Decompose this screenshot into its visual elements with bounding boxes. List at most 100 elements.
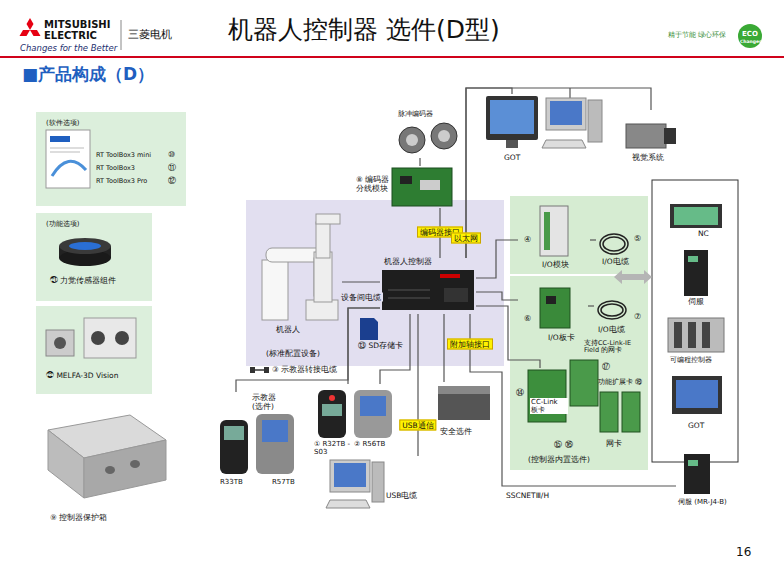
text-label: ⑩ xyxy=(168,150,175,159)
caption-text: ① R32TB -S03 xyxy=(314,440,354,456)
pulse-encoders-part xyxy=(406,134,418,146)
brand-logo-part xyxy=(30,30,41,36)
caption-text: ② R56TB xyxy=(354,440,385,448)
node-box: 功能扩展卡 ⑱网卡 xyxy=(594,376,648,450)
vision-camera-3d-part xyxy=(54,337,66,349)
teach-pendants-part xyxy=(262,420,288,442)
encoder-board-part xyxy=(400,176,412,184)
network-cards-part xyxy=(600,392,618,432)
pulse-encoders xyxy=(399,123,457,153)
caption-text: USB电缆 xyxy=(386,492,417,501)
external-devices-part xyxy=(676,380,718,408)
vision-camera-part xyxy=(664,128,676,144)
pc-top xyxy=(542,88,602,148)
external-devices-part xyxy=(670,204,722,228)
option-panels-part xyxy=(36,213,152,301)
protection-box-part xyxy=(48,430,84,498)
caption-text: ⑬ SD存储卡 xyxy=(358,342,403,351)
connector-line xyxy=(476,240,518,278)
caption-text: 示教器 (选件) xyxy=(252,394,286,411)
caption-text: CC-Link 板卡 xyxy=(530,398,568,414)
node-box: 伺服 (MR-J4-B) xyxy=(676,452,736,518)
connector-line xyxy=(470,314,676,486)
teach-pendants-part xyxy=(354,390,392,438)
node-box: 伺服 xyxy=(676,248,716,310)
usb-pc-part xyxy=(334,463,366,487)
vision-camera-3d-part xyxy=(46,330,74,356)
brand-logo-part xyxy=(20,30,31,36)
pulse-encoders-part xyxy=(438,130,450,142)
io-board xyxy=(540,288,570,328)
text-label: ECO xyxy=(742,30,758,38)
protection-box-part xyxy=(130,460,140,468)
connector-line xyxy=(466,88,651,258)
external-devices-part xyxy=(672,376,722,414)
option-panels-part xyxy=(36,306,152,394)
external-devices-frame-part xyxy=(652,180,738,462)
external-devices-frame xyxy=(614,180,738,462)
caption-text: ⑤ xyxy=(634,234,641,243)
text-label: 精于节能 绿心环保 xyxy=(668,31,726,39)
teach-pendants-part xyxy=(329,395,335,401)
node-box: GOT xyxy=(666,372,728,434)
controller-unit-part xyxy=(440,274,460,278)
io-module xyxy=(540,206,568,256)
caption-text: (软件选项) xyxy=(46,119,79,127)
caption-text: 视觉系统 xyxy=(632,154,664,163)
node-box: ⑧ 编码器 分线模块 xyxy=(356,166,454,208)
protection-box-part xyxy=(105,466,115,474)
software-box-part xyxy=(46,130,90,188)
adapter-cable-part xyxy=(255,369,264,371)
controller-unit xyxy=(382,270,474,310)
node-box: 机器人 xyxy=(256,212,342,342)
node-box: 支持CC-Link-IE Field 的网卡⑰ xyxy=(568,340,647,412)
edge-label: USB通信 xyxy=(399,420,436,431)
caption-text: GOT xyxy=(688,422,704,431)
adapter-cable-part xyxy=(250,367,255,373)
brand-logo-part xyxy=(27,18,34,30)
pc-top-part xyxy=(588,100,602,142)
brand-logo-part xyxy=(121,20,122,50)
teach-pendants-part xyxy=(256,414,294,474)
adapter-cable-part xyxy=(264,367,269,373)
caption-text: R33TB xyxy=(220,478,243,486)
caption-text: ⑭ xyxy=(516,388,524,397)
vision-camera xyxy=(626,124,676,148)
usb-pc xyxy=(326,460,384,508)
connector-line xyxy=(417,314,418,456)
robots-part xyxy=(306,300,338,320)
got-monitor-top-part xyxy=(506,140,518,148)
encoder-board-part xyxy=(392,168,452,206)
node-box: ㉒ MELFA-3D Vision xyxy=(36,306,152,394)
protection-box xyxy=(48,415,166,498)
caption-text: ⑰ xyxy=(602,362,610,371)
network-cards-part xyxy=(570,360,598,406)
option-panels xyxy=(36,112,186,394)
node-box: 可编程控制器 xyxy=(664,316,730,368)
node-box: ① R32TB -S03 xyxy=(312,384,355,457)
encoder-board xyxy=(392,168,452,206)
pc-top-part xyxy=(550,101,582,125)
connector-line xyxy=(476,292,518,300)
caption-text: 机器人 xyxy=(276,326,300,335)
external-devices-frame-part xyxy=(614,270,652,284)
edge-label: 设备间电缆 xyxy=(339,293,383,302)
edge-label: 以太网 xyxy=(451,233,481,244)
pc-top-part xyxy=(569,88,570,98)
caption-text: I/O模块 xyxy=(542,261,569,270)
node-box: GOT xyxy=(482,94,542,166)
option-green-panels-part xyxy=(510,276,648,470)
text-label: ⑪ xyxy=(168,163,176,172)
software-box-part xyxy=(50,136,70,142)
standard-region xyxy=(246,200,504,366)
eco-badge xyxy=(738,24,762,48)
node-box: ⑦I/O电缆 xyxy=(594,292,646,336)
teach-pendants-part xyxy=(224,426,244,440)
safety-unit xyxy=(438,386,490,420)
edge-label: 附加轴接口 xyxy=(447,339,493,350)
robots-part xyxy=(316,214,340,224)
got-monitor-top-part xyxy=(486,96,538,140)
